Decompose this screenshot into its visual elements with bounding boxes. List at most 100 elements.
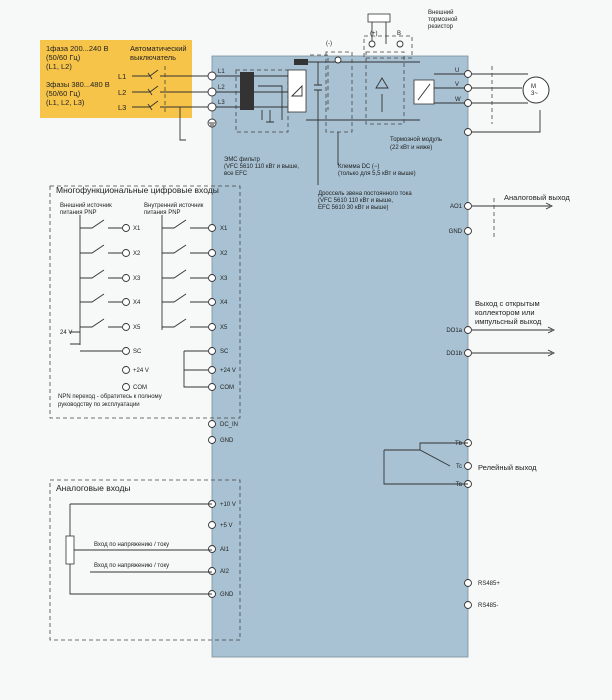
term-l3: L3 — [218, 100, 225, 106]
ao-gnd-label: GND — [449, 229, 463, 235]
term-l1: L1 — [218, 69, 225, 75]
misc-terminals: DC_IN GND — [208, 420, 238, 444]
dc-term-b: B — [397, 31, 401, 37]
relay-tc-terminal — [464, 462, 472, 470]
relay-ta-label: Ta — [456, 482, 463, 488]
motor-term-v: V — [455, 82, 459, 88]
supply-single-phase: 1фаза 200...240 В(50/60 Гц)(L1, L2) — [46, 44, 109, 71]
ext-input-2-terminal — [122, 274, 130, 282]
int-input-7-terminal — [208, 383, 216, 391]
int-input-5-terminal — [208, 347, 216, 355]
rs485-minus-label: RS485- — [478, 603, 498, 609]
dc-term-plus: (+) — [370, 31, 378, 37]
ext-input-3-label: X4 — [133, 300, 141, 306]
ao1-terminal — [464, 202, 472, 210]
int-input-1-terminal — [208, 249, 216, 257]
motor-term-u: U — [455, 68, 459, 74]
analog-output-title: Аналоговый выход — [504, 193, 570, 202]
line-label-l2: L2 — [118, 88, 126, 97]
do1a-label: DO1a — [446, 328, 462, 334]
digital-inputs-title: Многофункциональные цифровые входы — [56, 185, 219, 195]
emc-filter-label: ЭМС фильтр(VFC 5610 110 кВт и выше,все E… — [224, 157, 299, 177]
int-input-3-label: X4 — [220, 300, 228, 306]
ext-input-7-label: COM — [133, 385, 147, 391]
int-input-4-label: X5 — [220, 325, 228, 331]
analog-input-1-label: +5 V — [220, 523, 233, 529]
int-input-2-terminal — [208, 274, 216, 282]
do1b-terminal — [464, 349, 472, 357]
analog-input-3-terminal — [208, 567, 216, 575]
ai2-label: Вход по напряжению / току — [94, 563, 169, 569]
analog-input-2-terminal — [208, 545, 216, 553]
relay-tb-label: Tb — [455, 441, 463, 447]
ao1-label: AO1 — [450, 204, 463, 210]
int-input-4-terminal — [208, 323, 216, 331]
int-input-6-label: +24 V — [220, 368, 236, 374]
rs485-plus-label: RS485+ — [478, 581, 500, 587]
analog-input-3-label: AI2 — [220, 569, 230, 575]
drive-body — [211, 55, 469, 658]
ext-input-1-terminal — [122, 249, 130, 257]
analog-input-4-label: GND — [220, 592, 234, 598]
ao-gnd-terminal — [464, 227, 472, 235]
do1a-terminal — [464, 326, 472, 334]
ext-input-0-terminal — [122, 224, 130, 232]
line-label-l3: L3 — [118, 103, 126, 112]
emc-filter: ЭМС фильтр(VFC 5610 110 кВт и выше,все E… — [216, 69, 300, 177]
analog-input-2-label: AI1 — [220, 547, 230, 553]
ext-input-4-label: X5 — [133, 325, 141, 331]
int-input-7-label: COM — [220, 385, 234, 391]
ext-input-6-terminal — [122, 366, 130, 374]
int-input-6-terminal — [208, 366, 216, 374]
rs485-minus-terminal — [464, 601, 472, 609]
motor-term-w: W — [455, 97, 461, 103]
ext-input-2-label: X3 — [133, 276, 141, 282]
ext-input-3-terminal — [122, 298, 130, 306]
brake-module-label: Тормозной модуль(22 кВт и ниже) — [390, 136, 442, 151]
ext-input-4-terminal — [122, 323, 130, 331]
int-input-2-label: X3 — [220, 276, 228, 282]
dc-term-minus: (-) — [326, 41, 332, 47]
ext-input-0-label: X1 — [133, 226, 141, 232]
rs485-plus-terminal — [464, 579, 472, 587]
ext-input-5-label: SC — [133, 349, 142, 355]
int-input-3-terminal — [208, 298, 216, 306]
ext-input-5-terminal — [122, 347, 130, 355]
int-input-1-label: X2 — [220, 251, 228, 257]
inverter — [413, 73, 468, 105]
int-input-5-label: SC — [220, 349, 229, 355]
dc-clamp-label: Клемма DC (−)(только для 5,5 кВт и выше) — [338, 164, 416, 177]
term-dc-in: DC_IN — [220, 422, 238, 428]
line-label-l1: L1 — [118, 72, 126, 81]
int-input-0-label: X1 — [220, 226, 228, 232]
analog-inputs-title: Аналоговые входы — [56, 483, 131, 493]
term-l2: L2 — [218, 85, 225, 91]
analog-input-0-label: +10 V — [220, 502, 236, 508]
ext-input-7-terminal — [122, 383, 130, 391]
supply-24v-label: 24 V — [60, 330, 72, 336]
ext-input-6-label: +24 V — [133, 368, 149, 374]
ai1-label: Вход по напряжению / току — [94, 542, 169, 548]
supply-box — [40, 40, 192, 118]
dc-link: (-) Клемма DC (−)(только для 5,5 кВт и в… — [287, 41, 420, 211]
supply-three-phase: 3фазы 380...480 В(50/60 Гц)(L1, L2, L3) — [46, 80, 110, 107]
term-gnd-misc: GND — [220, 438, 234, 444]
rs485-terminals: RS485+ RS485- — [464, 579, 500, 609]
